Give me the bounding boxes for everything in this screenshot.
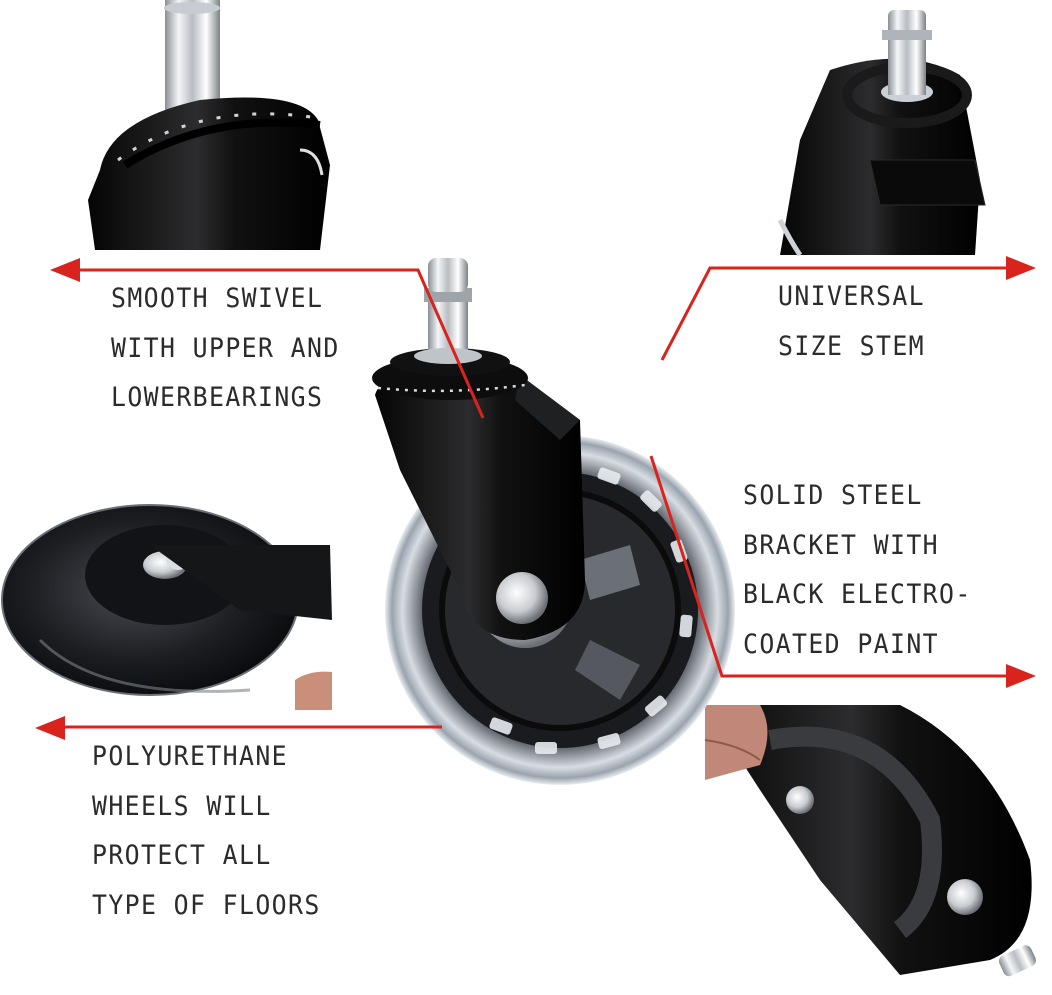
callout-line: WITH UPPER AND <box>111 332 340 364</box>
callout-arrow-swivel <box>78 268 485 419</box>
arrowhead-left-icon <box>35 716 65 740</box>
callout-line: BLACK ELECTRO- <box>743 579 972 610</box>
callout-line: PROTECT ALL <box>92 840 272 871</box>
callout-label-stem: UNIVERSAL SIZE STEM <box>778 272 925 371</box>
callout-label-swivel: SMOOTH SWIVEL WITH UPPER AND LOWERBEARIN… <box>111 274 340 423</box>
callout-line: SMOOTH SWIVEL <box>111 283 324 314</box>
inset-bottom-right-photo <box>704 705 1036 977</box>
arrowhead-left-icon <box>50 258 80 282</box>
callout-line: LOWERBEARINGS <box>111 382 324 413</box>
main-caster-photo <box>372 258 735 785</box>
callout-line: COATED PAINT <box>743 628 940 660</box>
callout-line: TYPE OF FLOORS <box>92 889 321 921</box>
callout-line: BRACKET WITH <box>743 529 940 561</box>
callout-arrow-bracket <box>649 455 1008 678</box>
callout-label-wheels: POLYURETHANE WHEELS WILL PROTECT ALL TYP… <box>92 732 321 930</box>
inset-top-left-photo <box>88 0 330 250</box>
callout-line: POLYURETHANE <box>92 741 289 772</box>
arrowhead-right-icon <box>1006 664 1036 688</box>
callout-line: UNIVERSAL <box>778 281 926 312</box>
inset-top-right-photo <box>777 10 986 257</box>
arrowhead-right-icon <box>1006 256 1036 280</box>
callout-line: WHEELS WILL <box>92 790 272 822</box>
inset-middle-left-photo <box>1 504 332 710</box>
callout-line: SIZE STEM <box>778 330 926 362</box>
callout-line: SOLID STEEL <box>743 480 923 511</box>
callout-label-bracket: SOLID STEEL BRACKET WITH BLACK ELECTRO- … <box>743 471 972 669</box>
callout-arrow-stem <box>660 266 1008 361</box>
